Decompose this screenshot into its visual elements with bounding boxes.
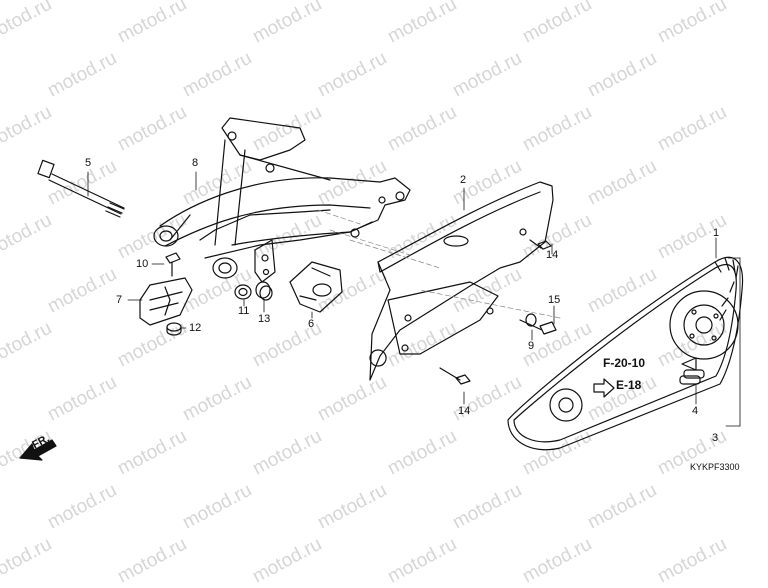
drive-chain — [507, 256, 744, 451]
pivot-bolt — [37, 159, 125, 218]
callout-3[interactable]: 3 — [712, 432, 719, 444]
chain-guide-bracket — [289, 261, 343, 313]
callout-11[interactable]: 11 — [238, 305, 250, 317]
exploded-view-drawing — [19, 117, 744, 461]
swingarm — [153, 117, 411, 283]
bolt-14-upper — [529, 239, 552, 250]
callout-6[interactable]: 6 — [308, 318, 315, 330]
callout-2[interactable]: 2 — [460, 174, 467, 186]
callout-10[interactable]: 10 — [136, 258, 149, 270]
callout-8[interactable]: 8 — [192, 157, 199, 169]
callout-14-lower[interactable]: 14 — [458, 405, 471, 417]
washer-11 — [234, 284, 252, 300]
alignment-lines — [317, 209, 561, 319]
drive-sprocket — [549, 388, 583, 422]
front-direction-arrow — [19, 439, 57, 461]
bolt-14-lower — [439, 367, 471, 385]
drive-chain-case — [369, 181, 554, 381]
callout-7[interactable]: 7 — [116, 294, 123, 306]
reference-sprocket[interactable]: F-20-10 — [603, 356, 646, 370]
master-link — [679, 369, 705, 385]
reference-arrows — [593, 357, 697, 398]
callout-15[interactable]: 15 — [548, 294, 561, 306]
washer-9 — [525, 313, 537, 327]
bushing-13 — [255, 281, 273, 301]
callout-1[interactable]: 1 — [713, 227, 720, 239]
chain-slider — [139, 277, 193, 326]
diagram-code: KYKPF3300 — [690, 462, 740, 472]
reference-engine[interactable]: E-18 — [616, 378, 642, 392]
bolt-10 — [165, 252, 181, 277]
callout-13[interactable]: 13 — [258, 313, 271, 325]
driven-sprocket — [669, 290, 739, 360]
bolt-15 — [519, 319, 557, 335]
callout-4[interactable]: 4 — [692, 405, 699, 417]
callout-14-upper[interactable]: 14 — [546, 249, 559, 261]
callout-5[interactable]: 5 — [85, 157, 92, 169]
nut-12 — [166, 322, 182, 336]
callout-9[interactable]: 9 — [528, 340, 535, 352]
callout-12[interactable]: 12 — [189, 322, 202, 334]
leader-lines — [87, 171, 741, 427]
